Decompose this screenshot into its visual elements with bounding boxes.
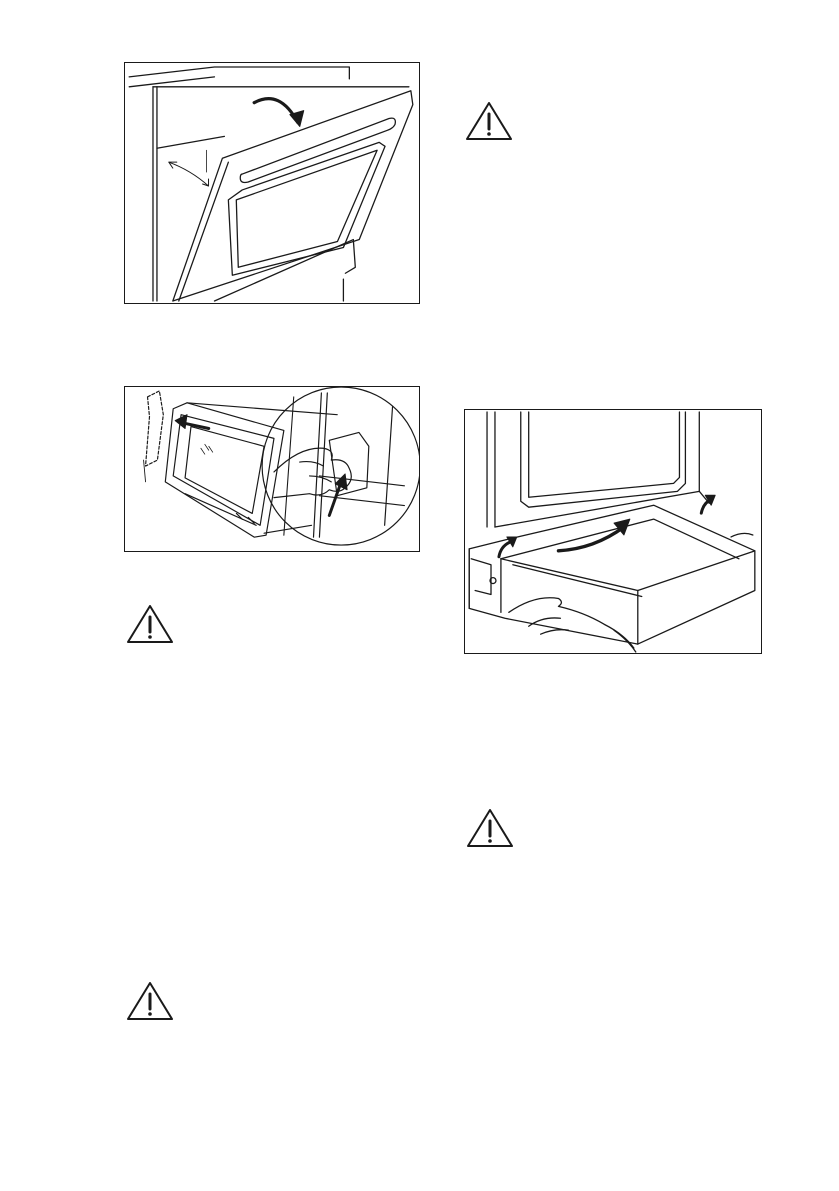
- door-glass-panel-removal-illustration: [124, 386, 420, 552]
- warning-icon-2: [125, 603, 175, 645]
- storage-drawer-removal-illustration: [464, 409, 762, 654]
- warning-icon-1: [464, 100, 514, 142]
- warning-icon-4: [125, 980, 175, 1022]
- oven-door-removal-illustration: [124, 62, 420, 304]
- warning-icon-3: [465, 807, 515, 849]
